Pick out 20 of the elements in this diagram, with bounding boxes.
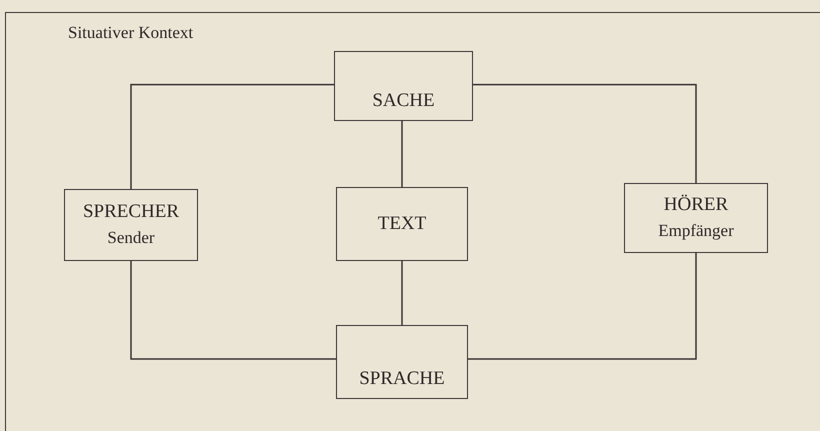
box-title: SPRACHE bbox=[359, 369, 445, 390]
concept-box bbox=[336, 187, 468, 261]
concept-box bbox=[64, 189, 198, 261]
context-frame bbox=[5, 12, 820, 431]
box-title: HÖRER bbox=[664, 195, 728, 216]
connector-line bbox=[473, 84, 697, 183]
box-title: SPRECHER bbox=[82, 202, 180, 224]
connector-line bbox=[401, 261, 403, 325]
box-title: SACHE bbox=[372, 91, 435, 112]
concept-box bbox=[336, 325, 468, 399]
box-title: TEXT bbox=[378, 214, 426, 234]
connector-line bbox=[401, 121, 403, 187]
connector-line bbox=[130, 84, 334, 189]
box-subtitle: Sender bbox=[107, 229, 155, 248]
box-subtitle: Empfänger bbox=[658, 222, 734, 241]
connector-line bbox=[130, 261, 336, 360]
connector-line bbox=[468, 253, 697, 360]
concept-box bbox=[624, 183, 768, 253]
frame-title: Situativer Kontext bbox=[68, 23, 194, 43]
concept-box bbox=[334, 51, 473, 121]
